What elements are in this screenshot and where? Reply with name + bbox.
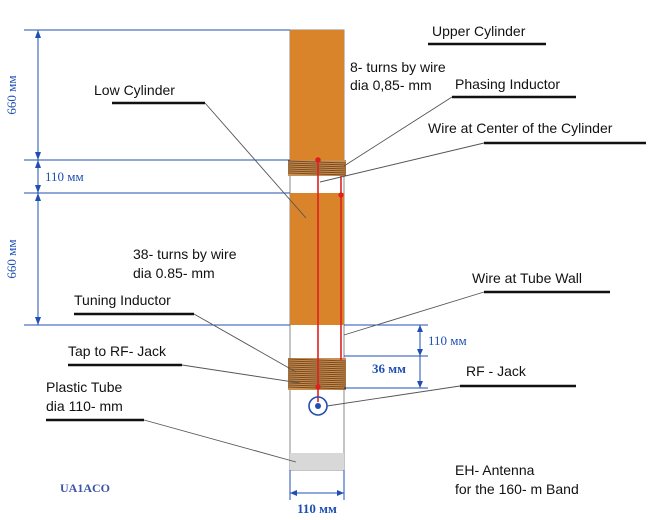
label-turns-8-line2: dia 0,85- mm — [350, 77, 432, 93]
dim-gap-height: 110 мм — [45, 169, 84, 184]
label-wire-center: Wire at Center of the Cylinder — [428, 120, 613, 136]
bottom-dimension — [289, 470, 345, 500]
dim-lower-height: 660 мм — [4, 239, 19, 278]
dim-tube-width: 110 мм — [297, 501, 337, 516]
low-cylinder — [290, 193, 344, 325]
label-plastic-tube-line1: Plastic Tube — [46, 379, 122, 395]
label-turns-38-line2: dia 0.85- mm — [133, 265, 215, 281]
label-tuning-inductor: Tuning Inductor — [74, 292, 171, 308]
author-signature: UA1ACO — [60, 481, 110, 495]
upper-cylinder — [290, 30, 344, 160]
leader-lines — [143, 96, 485, 463]
antenna-assembly — [287, 29, 347, 471]
label-turns-8-line1: 8- turns by wire — [350, 59, 446, 75]
label-rf-jack: RF - Jack — [466, 363, 527, 379]
label-upper-cylinder: Upper Cylinder — [432, 23, 526, 39]
label-plastic-tube-line2: dia 110- mm — [46, 398, 123, 414]
caption-line2: for the 160- m Band — [455, 481, 579, 497]
label-low-cylinder: Low Cylinder — [94, 82, 175, 98]
caption-line1: EH- Antenna — [455, 462, 535, 478]
wall-tap-dot — [338, 192, 344, 198]
tuning-inductor-coil — [287, 358, 347, 390]
right-dimensions — [344, 324, 428, 389]
callout-underlines — [46, 42, 646, 422]
label-phasing-inductor: Phasing Inductor — [455, 76, 560, 92]
label-wire-tube-wall: Wire at Tube Wall — [472, 270, 582, 286]
label-turns-38-line1: 38- turns by wire — [133, 246, 237, 262]
phasing-tap-dot — [315, 157, 321, 163]
left-dimensions — [24, 29, 290, 326]
dim-upper-height: 660 мм — [4, 75, 19, 114]
label-tap-rf-jack: Tap to RF- Jack — [68, 343, 167, 359]
tuning-tap-dot — [315, 384, 321, 390]
dim-bottom-gap: 110 мм — [428, 333, 467, 348]
dim-jack-offset: 36 мм — [372, 361, 406, 376]
tube-bottom-shade — [290, 453, 344, 470]
phasing-inductor-coil — [287, 160, 347, 176]
